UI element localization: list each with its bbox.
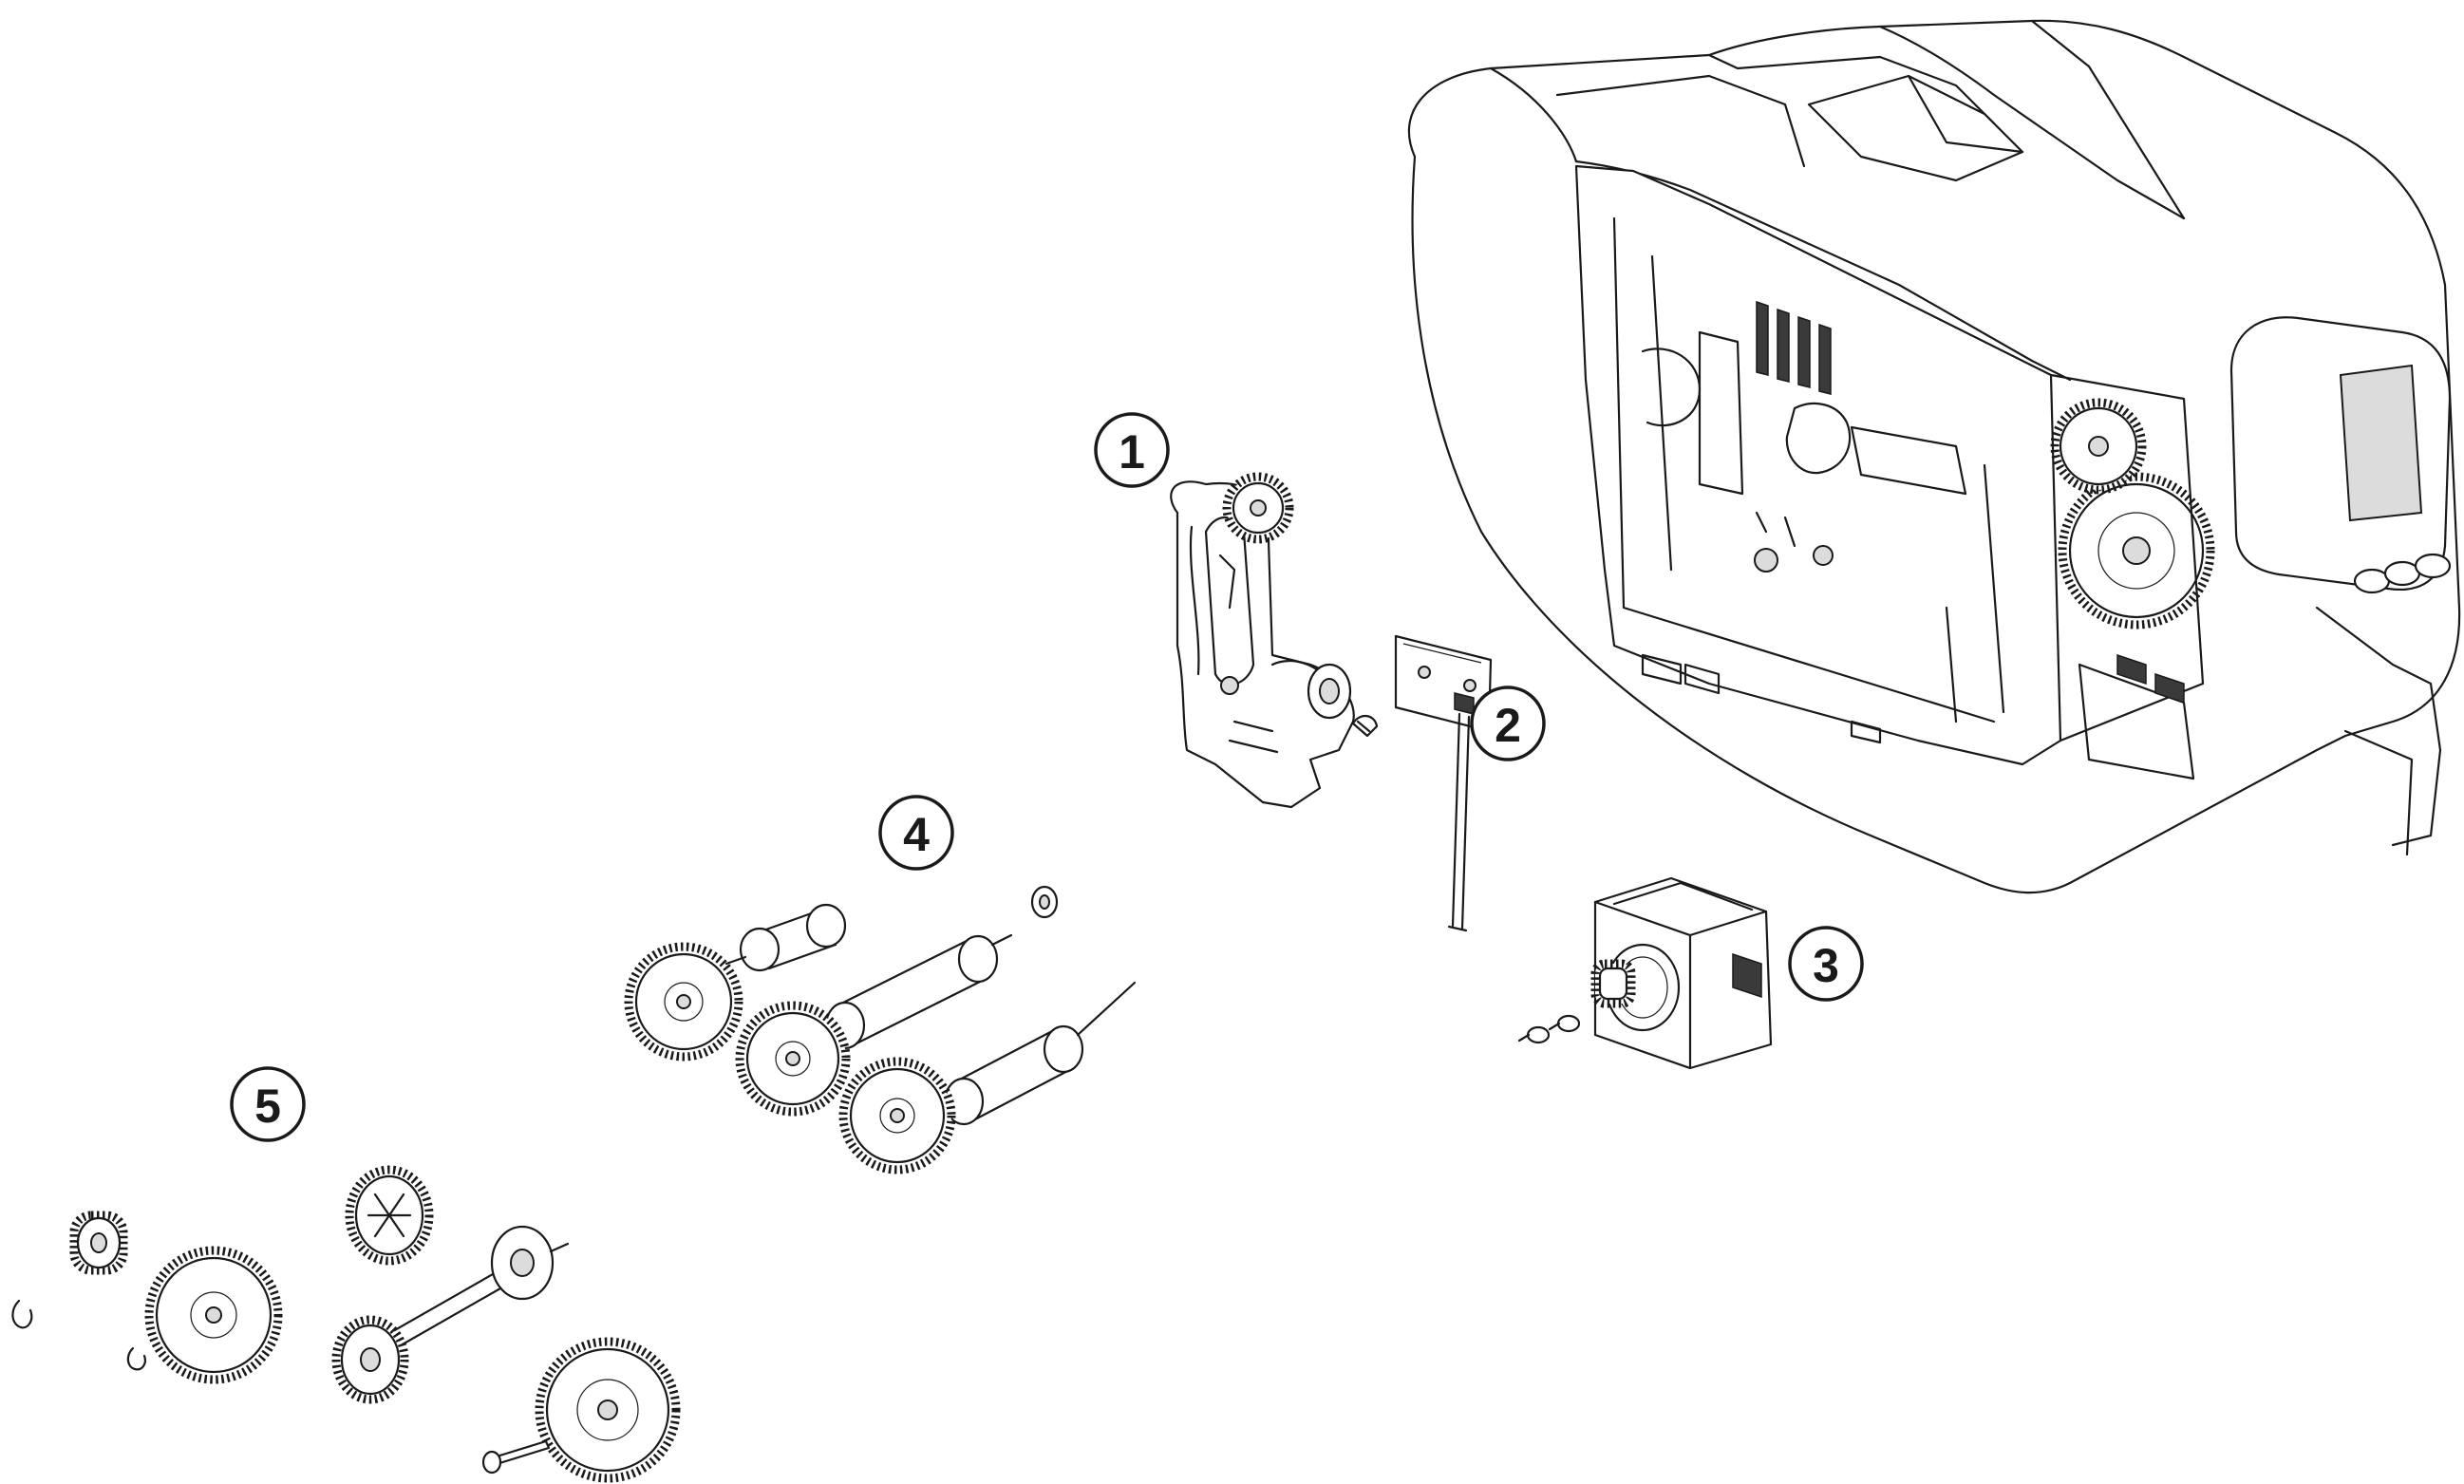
gear-roller-set-icon (624, 885, 1137, 1174)
callout-3: 3 (1788, 926, 1864, 1002)
callout-3-circle (1788, 926, 1864, 1002)
callout-4: 4 (878, 795, 954, 871)
callout-3-label: 3 (1813, 939, 1839, 992)
callout-5-circle (230, 1066, 306, 1142)
arm-gear-assembly-icon (1170, 472, 1355, 809)
printer-body-illustration (1407, 19, 2461, 894)
stepper-motor-icon (1517, 876, 1773, 1070)
callout-1-circle (1094, 412, 1170, 488)
callout-1-label: 1 (1119, 425, 1145, 479)
gear-and-shaft-kit-icon (11, 1165, 681, 1483)
callout-2: 2 (1470, 686, 1546, 761)
callout-2-circle (1470, 686, 1546, 761)
callout-4-circle (878, 795, 954, 871)
callout-4-label: 4 (903, 808, 930, 861)
callout-2-label: 2 (1495, 699, 1521, 752)
printer-main-gear-icon (2050, 398, 2215, 629)
callout-5-label: 5 (254, 1080, 281, 1133)
sensor-board-icon (1351, 634, 1493, 932)
callout-5: 5 (230, 1066, 306, 1142)
callout-1: 1 (1094, 412, 1170, 488)
screw-icon (1517, 1014, 1581, 1044)
